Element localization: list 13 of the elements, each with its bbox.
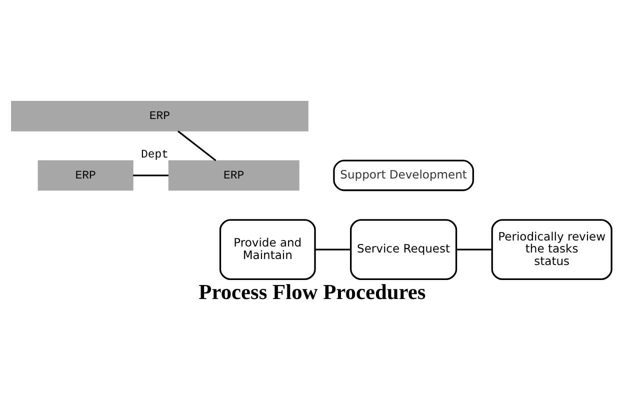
node-box: ERP bbox=[168, 160, 300, 190]
connector bbox=[456, 248, 492, 250]
node-box: Provide and Maintain bbox=[219, 218, 316, 280]
connector bbox=[133, 174, 169, 176]
connector bbox=[315, 248, 351, 250]
node-box: Service Request bbox=[350, 218, 458, 280]
node-box: ERP bbox=[38, 160, 134, 190]
node-box: Periodically review the tasks status bbox=[491, 218, 612, 280]
node-box: ERP bbox=[11, 100, 308, 131]
node-label: Dept bbox=[140, 148, 169, 161]
caption: Process Flow Procedures bbox=[198, 279, 426, 304]
node-box: Support Development bbox=[333, 159, 474, 191]
connector bbox=[178, 130, 216, 161]
